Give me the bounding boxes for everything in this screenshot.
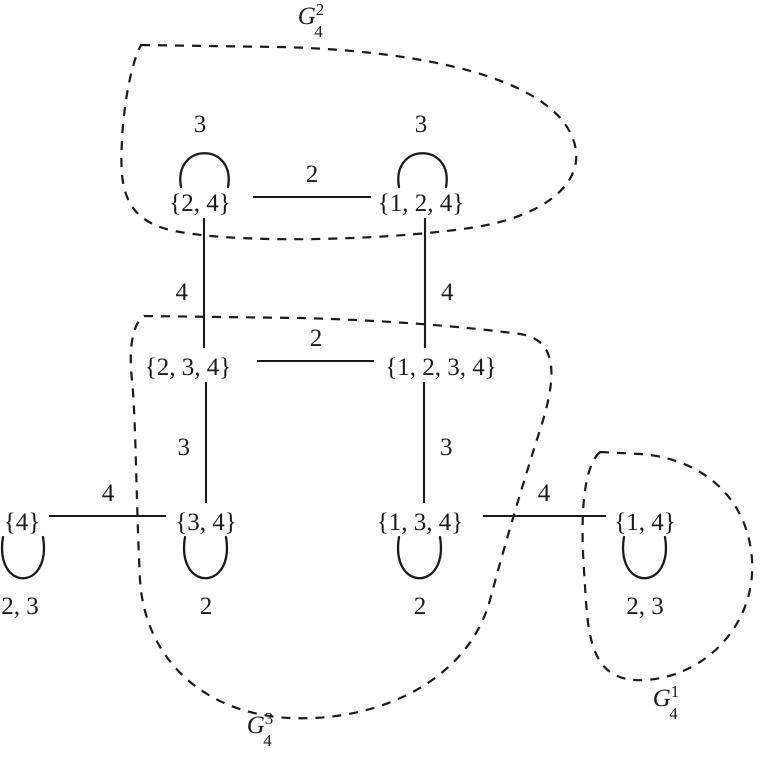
regions-layer xyxy=(120,43,754,720)
node-set-1-2-4: {1, 2, 4} xyxy=(378,190,465,217)
region-label-G4-1: G1 4 xyxy=(653,682,680,723)
self-loops-layer xyxy=(0,152,668,580)
region-label-G4-2: G2 4 xyxy=(298,0,325,41)
edge-label-1234-134: 3 xyxy=(440,434,453,461)
self-loop-34 xyxy=(182,535,229,580)
region-label-G4-2-sub: 4 xyxy=(314,22,323,41)
edge-label-134-14: 4 xyxy=(538,480,551,507)
self-loop-label-124: 3 xyxy=(415,111,428,138)
region-label-G4-1-sub: 4 xyxy=(669,704,678,723)
region-label-G4-3: G3 4 xyxy=(247,709,274,750)
region-boundary-G4-3 xyxy=(129,314,553,720)
self-loop-label-14: 2, 3 xyxy=(626,593,664,620)
edge-labels-layer: 2 2 4 4 4 4 3 3 xyxy=(102,161,551,507)
self-loop-14 xyxy=(621,535,668,580)
self-loop-label-34: 2 xyxy=(200,593,213,620)
region-boundary-G4-2 xyxy=(120,43,578,241)
self-loop-labels-layer: 3 3 2, 3 2 2 2, 3 xyxy=(1,111,664,620)
node-set-1-4: {1, 4} xyxy=(614,509,676,536)
region-label-G4-2-base: G xyxy=(298,3,316,30)
node-set-2-4: {2, 4} xyxy=(169,190,231,217)
edge-label-234-34: 3 xyxy=(178,434,191,461)
edge-label-234-1234: 2 xyxy=(310,325,323,352)
node-set-2-3-4: {2, 3, 4} xyxy=(145,354,232,381)
region-label-G4-1-base: G xyxy=(653,685,671,712)
region-label-G4-2-sup: 2 xyxy=(316,0,325,19)
self-loop-124 xyxy=(397,152,448,189)
node-set-4: {4} xyxy=(4,509,41,536)
nodes-layer: {2, 4} {1, 2, 4} {2, 3, 4} {1, 2, 3, 4} … xyxy=(4,190,676,536)
edge-label-24-234: 4 xyxy=(176,279,189,306)
self-loop-label-134: 2 xyxy=(414,593,427,620)
region-label-G4-3-sup: 3 xyxy=(265,709,274,728)
region-boundary-G4-1 xyxy=(581,450,754,682)
region-label-G4-3-sub: 4 xyxy=(263,731,272,750)
self-loop-134 xyxy=(396,535,443,580)
region-label-G4-3-base: G xyxy=(247,712,265,739)
edge-label-24-124: 2 xyxy=(306,161,319,188)
self-loop-4 xyxy=(0,535,46,580)
self-loop-label-4: 2, 3 xyxy=(1,593,39,620)
node-set-3-4: {3, 4} xyxy=(175,509,237,536)
self-loop-24 xyxy=(179,152,230,189)
edges-layer xyxy=(49,195,606,518)
self-loop-label-24: 3 xyxy=(194,111,207,138)
node-set-1-2-3-4: {1, 2, 3, 4} xyxy=(385,354,497,381)
edge-label-4-34: 4 xyxy=(102,480,115,507)
node-set-1-3-4: {1, 3, 4} xyxy=(377,509,464,536)
region-label-G4-1-sup: 1 xyxy=(671,682,680,701)
edge-label-124-1234: 4 xyxy=(441,279,454,306)
